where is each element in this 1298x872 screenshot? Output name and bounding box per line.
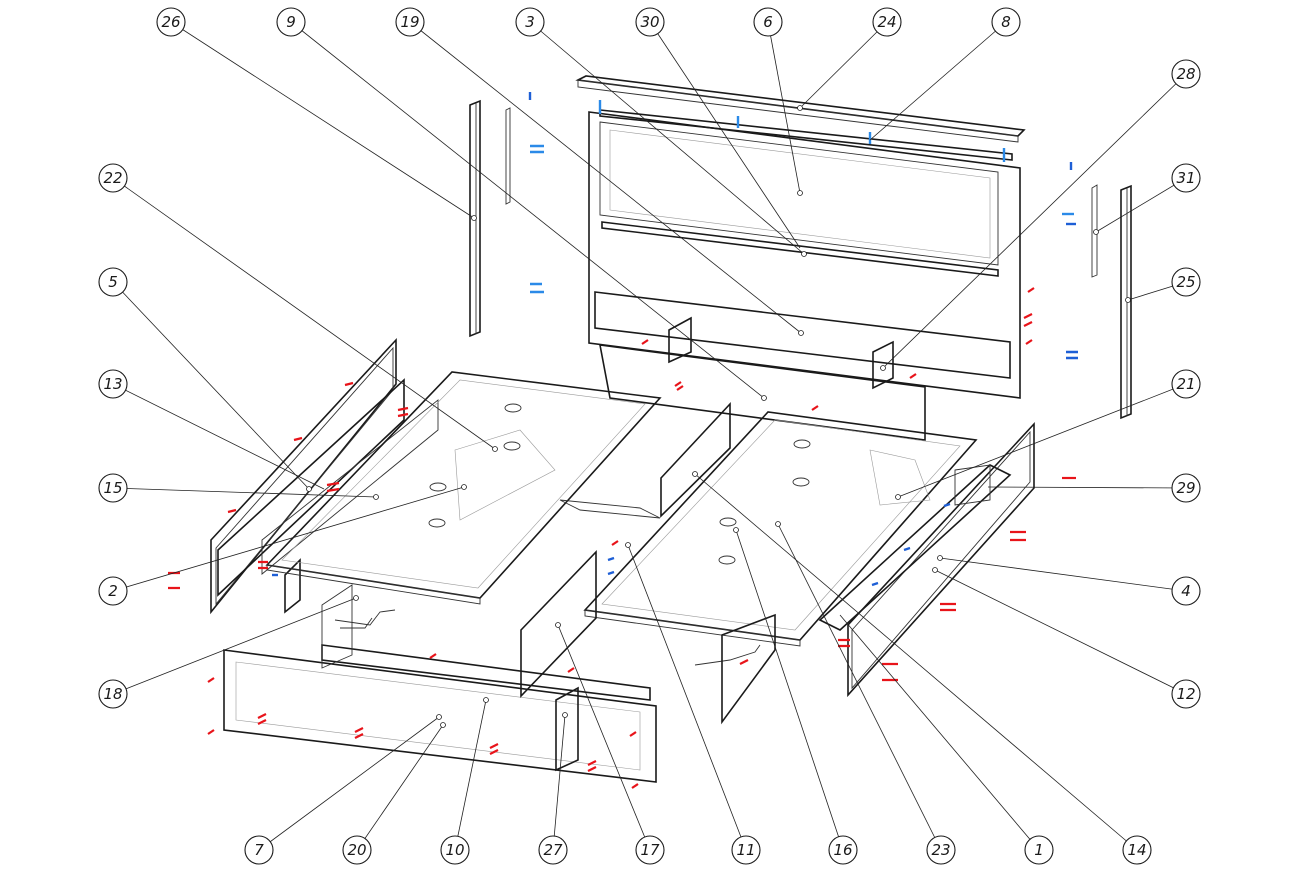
callout-label: 29 (1176, 479, 1195, 497)
callout-label: 23 (931, 841, 950, 859)
right-side-rail (818, 421, 1035, 698)
crown-rail (575, 75, 1026, 143)
callout-5: 5 (98, 267, 128, 297)
callout-label: 3 (525, 13, 535, 31)
callout-4: 4 (1171, 576, 1201, 606)
callout-label: 30 (640, 13, 659, 31)
callout-30: 30 (635, 7, 665, 37)
callout-label: 16 (833, 841, 852, 859)
callout-1: 1 (1024, 835, 1054, 865)
callout-label: 4 (1181, 582, 1191, 600)
left-platform-panel (265, 371, 662, 605)
right-strip-31 (1091, 184, 1098, 278)
lower-drawer-front (223, 550, 657, 783)
callout-label: 21 (1176, 375, 1195, 393)
right-platform-panel (583, 411, 978, 647)
leader-lines (112, 21, 1187, 851)
callout-label: 18 (103, 685, 122, 703)
left-side-rail (210, 337, 405, 615)
callout-balloons: 26 9 19 3 30 6 24 8 28 22 31 5 25 13 21 … (98, 7, 1201, 865)
callout-label: 27 (543, 841, 563, 859)
callout-label: 1 (1034, 841, 1044, 859)
callout-8: 8 (991, 7, 1021, 37)
callout-label: 2 (108, 582, 118, 600)
callout-10: 10 (440, 835, 470, 865)
callout-label: 28 (1176, 65, 1195, 83)
hinge-left (334, 609, 396, 629)
callout-label: 14 (1127, 841, 1146, 859)
callout-18: 18 (98, 679, 128, 709)
callout-22: 22 (98, 163, 128, 193)
callout-24: 24 (872, 7, 902, 37)
fasteners-light-blue (530, 100, 1074, 294)
callout-12: 12 (1171, 679, 1201, 709)
callout-label: 8 (1001, 13, 1011, 31)
callout-29: 29 (1171, 473, 1201, 503)
callout-31: 31 (1171, 163, 1201, 193)
callout-label: 10 (445, 841, 464, 859)
callout-label: 5 (108, 273, 118, 291)
center-divider (559, 401, 731, 519)
left-drawer-box (261, 399, 439, 614)
callout-label: 31 (1176, 169, 1195, 187)
callout-9: 9 (276, 7, 306, 37)
callout-11: 11 (731, 835, 761, 865)
callout-label: 20 (347, 841, 366, 859)
callout-label: 12 (1176, 685, 1195, 703)
callout-27: 27 (538, 835, 568, 865)
leader-end-dots (306, 105, 1131, 728)
callout-3: 3 (515, 7, 545, 37)
callout-25: 25 (1171, 267, 1201, 297)
callout-15: 15 (98, 473, 128, 503)
callout-label: 19 (400, 13, 419, 31)
callout-13: 13 (98, 369, 128, 399)
callout-label: 9 (286, 13, 296, 31)
left-strip-9 (505, 107, 511, 205)
callout-label: 22 (103, 169, 122, 187)
callout-label: 7 (254, 841, 264, 859)
fasteners-blue (272, 92, 1078, 587)
callout-label: 25 (1176, 273, 1195, 291)
parts-layer (210, 75, 1132, 783)
callout-14: 14 (1122, 835, 1152, 865)
callout-28: 28 (1171, 59, 1201, 89)
fasteners-red (168, 287, 1076, 789)
callout-6: 6 (753, 7, 783, 37)
callout-label: 6 (763, 13, 773, 31)
callout-2: 2 (98, 576, 128, 606)
callout-label: 15 (103, 479, 122, 497)
callout-label: 17 (640, 841, 660, 859)
callout-26: 26 (156, 7, 186, 37)
callout-label: 24 (877, 13, 896, 31)
platform-hardware (428, 403, 811, 565)
callout-label: 11 (736, 841, 755, 859)
callout-7: 7 (244, 835, 274, 865)
callout-21: 21 (1171, 369, 1201, 399)
hinge-right (694, 613, 776, 725)
callout-17: 17 (635, 835, 665, 865)
callout-19: 19 (395, 7, 425, 37)
callout-20: 20 (342, 835, 372, 865)
callout-label: 26 (161, 13, 180, 31)
headboard-panel (588, 109, 1021, 441)
callout-16: 16 (828, 835, 858, 865)
callout-23: 23 (926, 835, 956, 865)
callout-label: 13 (103, 375, 122, 393)
